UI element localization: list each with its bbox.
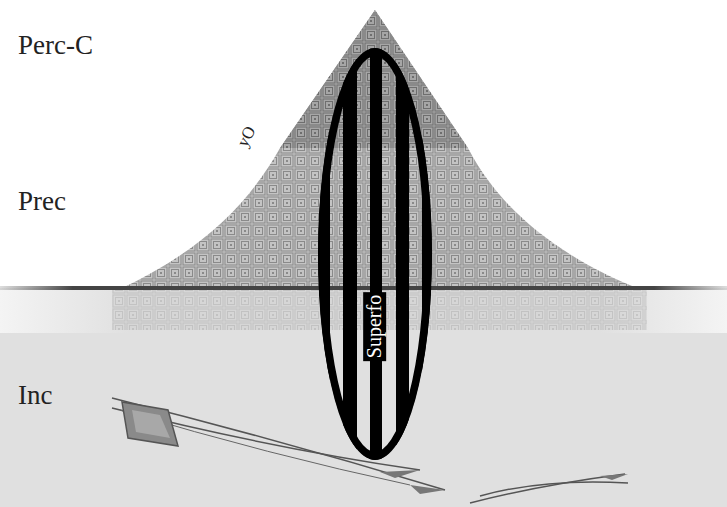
ellipse-outline xyxy=(318,48,432,460)
zone-label: Perc-C xyxy=(18,32,93,59)
zone-label: Inc xyxy=(18,382,52,409)
zone-label: Prec xyxy=(18,188,66,215)
region-label: Superfo xyxy=(363,291,386,360)
slope-label: yO xyxy=(234,123,259,149)
striped-ellipse: Superfo xyxy=(318,48,432,460)
